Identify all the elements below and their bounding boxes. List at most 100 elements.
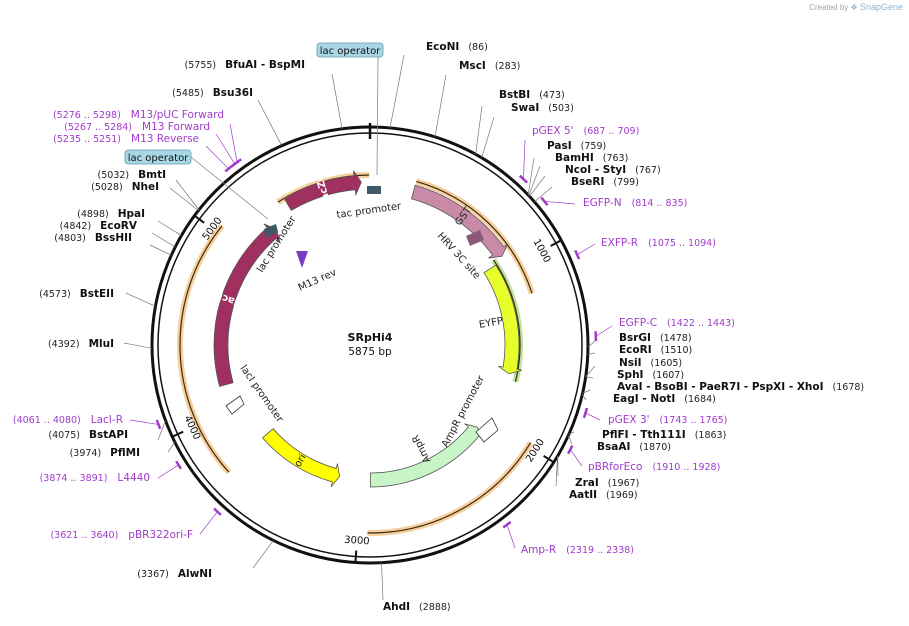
site-pos: (86) (468, 42, 488, 53)
primer-pbr322ori-f[interactable]: pBR322ori-F(3621 .. 3640) (50, 507, 222, 541)
site-bseri[interactable]: BseRI(799) (534, 176, 639, 203)
site-name: BmtI (138, 169, 166, 181)
site-name: BstAPI (89, 429, 128, 441)
primer-pos: (1075 .. 1094) (648, 238, 716, 249)
site-alwni[interactable]: AlwNI(3367) (137, 540, 274, 580)
site-pos: (1870) (639, 442, 671, 453)
primer-exfp-r[interactable]: EXFP-R(1075 .. 1094) (574, 237, 716, 260)
site-pos: (283) (495, 61, 521, 72)
plasmid-name: SRpHi4 (348, 331, 393, 344)
site-ecori[interactable]: EcoRI(1510) (587, 344, 693, 356)
lac-operator-text-left: lac operator (128, 153, 189, 164)
site-pflfi[interactable]: PflFI - Tth111I(1863) (568, 429, 726, 441)
site-bstapi[interactable]: BstAPI(4075) (48, 420, 166, 441)
site-hpai[interactable]: HpaI(4898) (77, 208, 182, 236)
lac-operator-label-left: lac operator (124, 149, 192, 165)
laci-promoter-label: lacI promoter (238, 363, 286, 425)
primer-pgex-3-[interactable]: pGEX 3'(1743 .. 1765) (582, 407, 727, 426)
site-bstbi[interactable]: BstBI(473) (475, 89, 565, 155)
site-bsshii[interactable]: BssHII(4803) (54, 232, 172, 256)
site-leader (529, 175, 546, 197)
site-pos: (3367) (137, 569, 169, 580)
primer-egfp-n[interactable]: EGFP-N(814 .. 835) (540, 196, 687, 209)
feature-laci (213, 223, 281, 387)
site-leader (169, 187, 199, 211)
primer-egfp-c[interactable]: EGFP-C(1422 .. 1443) (594, 317, 735, 342)
site-pflmi[interactable]: PflMI(3974) (70, 442, 176, 459)
site-pos: (503) (548, 103, 574, 114)
site-nhei[interactable]: NheI (5028) (91, 181, 199, 211)
snapgene-logo-icon: ❖ (850, 3, 858, 12)
site-bsrgi[interactable]: BsrGI(1478) (587, 332, 692, 348)
site-bsaai[interactable]: BsaAI(1870) (567, 435, 671, 453)
primer-m13-reverse[interactable]: M13 Reverse(5235 .. 5251) (53, 133, 233, 173)
orf-arc-gst-line (416, 180, 533, 294)
site-leader (481, 116, 495, 158)
primer-leader (205, 145, 229, 169)
primer-bar (224, 165, 233, 173)
primer-name: EGFP-C (619, 317, 657, 329)
primer-leader (229, 123, 238, 163)
site-ahdi[interactable]: AhdI(2888) (381, 562, 451, 613)
primer-name: LacI-R (91, 414, 123, 426)
primer-pos: (687 .. 709) (584, 126, 640, 137)
primer-laci-r[interactable]: LacI-R(4061 .. 4080) (13, 414, 162, 430)
site-msci[interactable]: MscI(283) (434, 60, 521, 137)
primer-m13-forward[interactable]: M13 Forward(5267 .. 5284) (64, 121, 240, 168)
site-bfuai[interactable]: BfuAI - BspMI(5755) (185, 59, 343, 129)
site-pos: (4803) (54, 233, 86, 244)
site-avai[interactable]: AvaI - BsoBI - PaeR7I - PspXI - XhoI(167… (582, 381, 865, 394)
site-ecorv[interactable]: EcoRV(4842) (60, 220, 176, 248)
ruler-tick (193, 214, 205, 224)
primer-pgex-5-[interactable]: pGEX 5'(687 .. 709) (518, 125, 640, 184)
site-name: NcoI - StyI (565, 164, 626, 176)
primer-leader (157, 464, 179, 479)
site-name: NheI (132, 181, 159, 193)
site-mlui[interactable]: MluI(4392) (48, 338, 153, 350)
primer-m13-puc-forward[interactable]: M13/pUC Forward(5276 .. 5298) (53, 109, 242, 167)
site-leader (167, 442, 176, 453)
primer-leader (570, 449, 583, 467)
site-bsu36i[interactable]: Bsu36I(5485) (172, 87, 282, 146)
site-bamhi[interactable]: BamHI(763) (528, 152, 628, 196)
primer-l4440[interactable]: L4440(3874 .. 3891) (40, 460, 183, 484)
primer-pbrforeco[interactable]: pBRforEco(1910 .. 1928) (567, 444, 720, 473)
site-pos: (4842) (60, 221, 92, 232)
site-nsii[interactable]: NsiI(1605) (585, 357, 682, 377)
ruler-tick-label: 1000 (531, 237, 553, 265)
site-leader (587, 340, 596, 348)
credit-brand: SnapGene (859, 2, 903, 12)
site-pos: (1478) (660, 333, 692, 344)
site-ncoi[interactable]: NcoI - StyI(767) (529, 164, 661, 197)
primer-amp-r[interactable]: Amp-R(2319 .. 2338) (502, 520, 634, 556)
site-pos: (1678) (833, 382, 865, 393)
site-name: NsiI (619, 357, 642, 369)
site-zrai[interactable]: ZraI(1967) (557, 455, 640, 489)
site-pos: (1607) (652, 370, 684, 381)
site-bmti[interactable]: BmtI(5032) (98, 169, 200, 210)
site-swai[interactable]: SwaI (503) (481, 102, 574, 158)
site-sphi[interactable]: SphI(1607) (585, 369, 684, 381)
site-pos: (1510) (661, 345, 693, 356)
primer-pos: (3621 .. 3640) (50, 530, 118, 541)
site-aatii[interactable]: AatII(1969) (555, 456, 638, 501)
site-econi[interactable]: EcoNI(86) (389, 41, 488, 128)
site-leader (585, 365, 596, 377)
site-eagi[interactable]: EagI - NotI(1684) (581, 393, 716, 405)
plasmid-length: 5875 bp (348, 346, 392, 358)
site-pos: (4898) (77, 209, 109, 220)
lac-operator-leader-left (190, 156, 269, 220)
site-pasi[interactable]: PasI(759) (527, 140, 606, 196)
site-name: BseRI (571, 176, 604, 188)
site-name: AatII (569, 489, 597, 501)
hrv-site-marker-icon (466, 230, 484, 246)
site-name: SwaI (511, 102, 539, 114)
site-pos: (4573) (39, 289, 71, 300)
site-leader (568, 431, 575, 435)
site-leader (123, 342, 153, 349)
primer-bar (213, 507, 222, 516)
site-pos: (5028) (91, 182, 123, 193)
primer-pos: (5235 .. 5251) (53, 134, 121, 145)
site-bsteii[interactable]: BstEII(4573) (39, 288, 156, 307)
